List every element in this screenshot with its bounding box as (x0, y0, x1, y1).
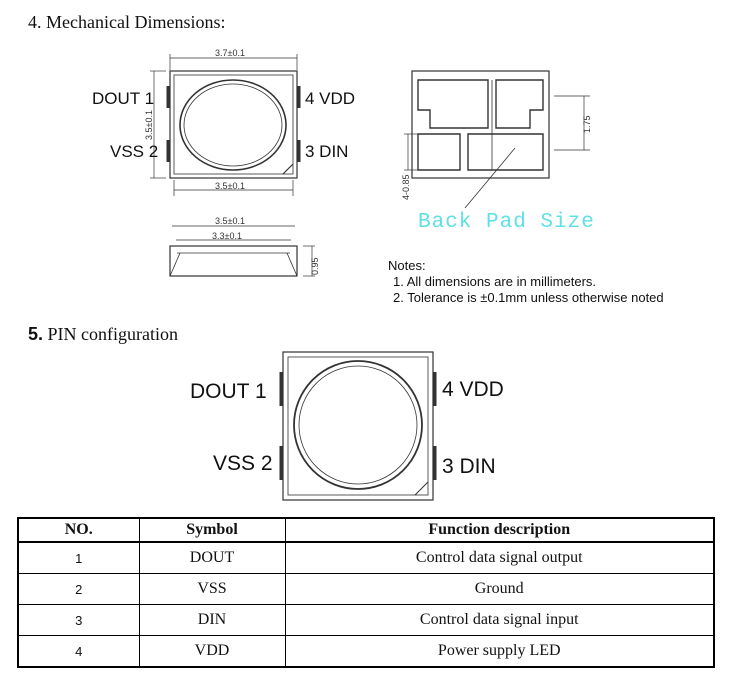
header-no: NO. (17, 517, 140, 543)
cell-function: Control data signal output (284, 541, 715, 574)
cell-symbol: VSS (138, 573, 286, 605)
pin-vss-label: VSS 2 (213, 452, 273, 475)
section-5-title: 5. PIN configuration (28, 324, 178, 345)
pin-table: NO. Symbol Function description 1 DOUT C… (17, 517, 715, 668)
side-view-package (169, 245, 298, 277)
top-pin-din: 3 DIN (305, 142, 348, 161)
top-pin-vdd: 4 VDD (305, 89, 355, 108)
cell-no: 2 (17, 573, 140, 605)
top-pin-dout: DOUT 1 (92, 89, 154, 108)
pin-view-lens (293, 360, 423, 490)
top-view-package (169, 70, 298, 179)
table-row: 3 DIN Control data signal input (17, 604, 715, 636)
cell-symbol: VDD (138, 635, 286, 668)
section-5-number: 5. (28, 324, 44, 344)
notes: Notes: 1. All dimensions are in millimet… (388, 258, 664, 306)
table-row: 2 VSS Ground (17, 573, 715, 605)
cell-no: 4 (17, 635, 140, 668)
cell-function: Ground (284, 573, 715, 605)
section-4-title: 4. Mechanical Dimensions: (28, 12, 226, 32)
pin-dout-label: DOUT 1 (190, 380, 267, 403)
note-2: 2. Tolerance is ±0.1mm unless otherwise … (393, 290, 664, 305)
header-symbol: Symbol (138, 517, 286, 543)
pin-view-package (282, 351, 434, 501)
table-row: 4 VDD Power supply LED (17, 635, 715, 668)
top-view-lens (179, 79, 287, 171)
dim-pad-height: 1.75 (582, 115, 592, 133)
dim-pad-small: 4-0.85 (401, 174, 411, 200)
notes-heading: Notes: (388, 258, 426, 273)
note-1: 1. All dimensions are in millimeters. (393, 274, 597, 289)
cell-no: 3 (17, 604, 140, 636)
dim-width-bottom: 3.5±0.1 (215, 181, 245, 191)
pin-vdd-label: 4 VDD (442, 378, 504, 401)
cell-function: Control data signal input (284, 604, 715, 636)
top-pin-vss: VSS 2 (110, 142, 158, 161)
pin-table-header: NO. Symbol Function description (17, 517, 715, 543)
dim-height: 3.5±0.1 (144, 110, 154, 140)
dim-side-inner: 3.3±0.1 (212, 231, 242, 241)
back-view-package (411, 70, 550, 179)
header-function: Function description (284, 517, 715, 543)
dim-side-outer: 3.5±0.1 (215, 216, 245, 226)
pin-din-label: 3 DIN (442, 455, 496, 478)
dim-side-thickness: 0.95 (310, 257, 320, 275)
table-row: 1 DOUT Control data signal output (17, 541, 715, 574)
cell-no: 1 (17, 541, 140, 574)
dim-width-top: 3.7±0.1 (215, 48, 245, 58)
section-5-text: PIN configuration (47, 324, 178, 344)
back-pad-size-label: Back Pad Size (418, 211, 595, 234)
cell-function: Power supply LED (284, 635, 715, 668)
cell-symbol: DIN (138, 604, 286, 636)
cell-symbol: DOUT (138, 541, 286, 574)
